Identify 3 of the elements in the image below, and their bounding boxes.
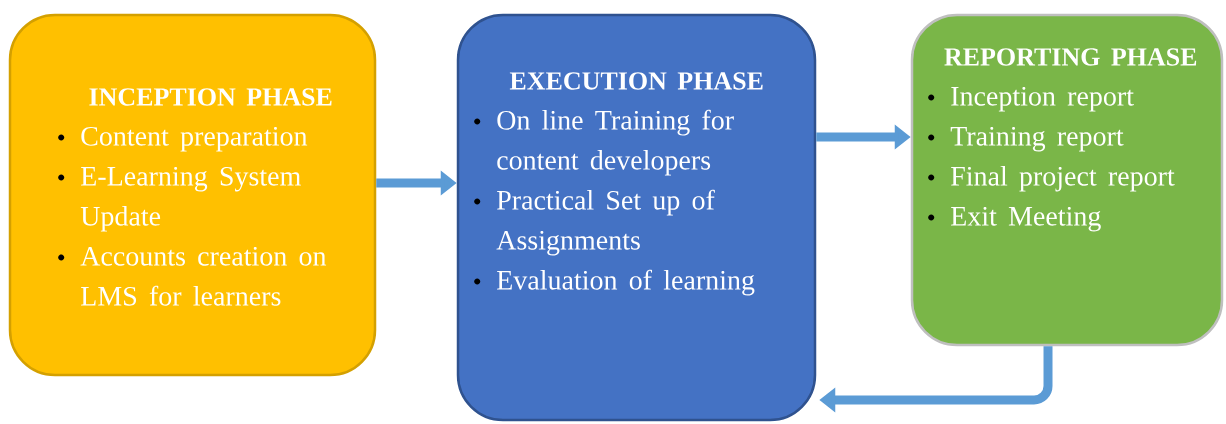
- phase-box: EXECUTION PHASE On line Training for content developers Practical Set up of Assignments Evaluation of learning: [456, 13, 817, 422]
- phase-box: REPORTING PHASE Inception report Training report Final project report Exit Meeting: [910, 13, 1224, 347]
- phase-box: INCEPTION PHASE Content preparation E-Learning System Update Accounts creation on LMS for learners: [8, 13, 377, 377]
